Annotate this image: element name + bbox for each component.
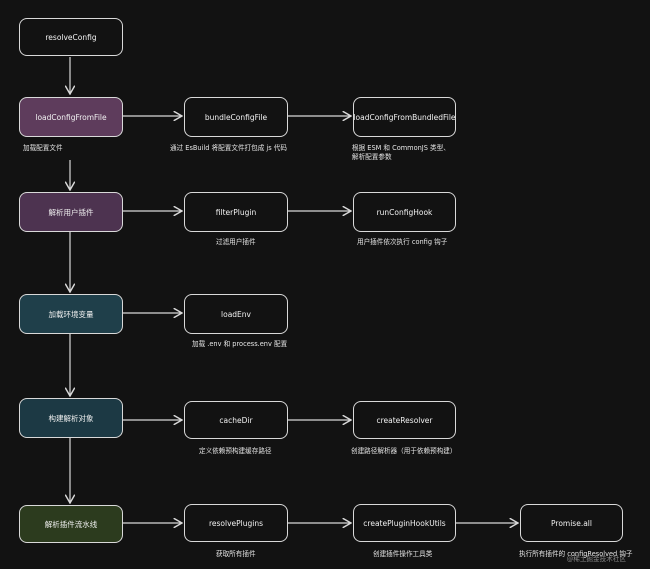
node-runconfighook: runConfigHook [353, 192, 456, 232]
node-bundleconfigfile: bundleConfigFile [184, 97, 288, 137]
node-createresolver: createResolver [353, 401, 456, 439]
caption-load-env: 加载 .env 和 process.env 配置 [192, 340, 288, 348]
node-plugin-pipeline: 解析插件流水线 [19, 505, 123, 543]
node-cachedir: cacheDir [184, 401, 288, 439]
node-loadconfigfrombundledfile: loadConfigFromBundledFile [353, 97, 456, 137]
node-loadenv: loadEnv [184, 294, 288, 334]
node-resolveplugins: resolvePlugins [184, 504, 288, 542]
caption-cachedir: 定义依赖预构建缓存路径 [199, 447, 272, 455]
node-build-resolve: 构建解析对象 [19, 398, 123, 438]
caption-run-hook: 用户插件依次执行 config 钩子 [357, 238, 448, 246]
node-filterplugin: filterPlugin [184, 192, 288, 232]
watermark: @稀土掘金技术社区 [566, 555, 626, 563]
node-promise-all: Promise.all [520, 504, 623, 542]
node-load-env-vars: 加载环境变量 [19, 294, 123, 334]
node-resolveconfig: resolveConfig [19, 18, 123, 56]
node-loadconfigfromfile: loadConfigFromFile [19, 97, 123, 137]
caption-bundled-line1: 根据 ESM 和 CommonJS 类型、 [352, 144, 450, 152]
caption-bundle: 通过 EsBuild 将配置文件打包成 js 代码 [170, 144, 287, 152]
node-user-plugins: 解析用户插件 [19, 192, 123, 232]
caption-create-resolver: 创建路径解析器（用于依赖预构建） [351, 447, 457, 455]
caption-filter: 过滤用户插件 [216, 238, 256, 246]
node-createpluginhookutils: createPluginHookUtils [353, 504, 456, 542]
caption-hook-utils: 创建插件操作工具类 [373, 550, 433, 558]
caption-resolve-plugins: 获取所有插件 [216, 550, 256, 558]
caption-bundled-line2: 解析配置参数 [352, 153, 392, 161]
caption-load-config: 加载配置文件 [23, 144, 63, 152]
caption-promise-all: 执行所有插件的 configResolved 钩子 [519, 550, 633, 558]
